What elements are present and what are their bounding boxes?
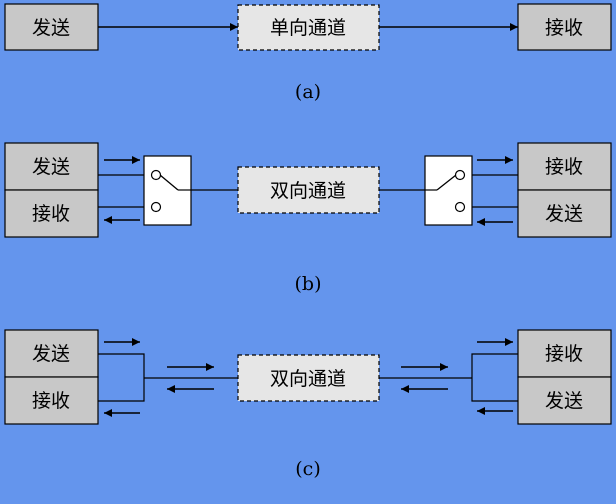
b-left-bottom-label: 接收 xyxy=(32,203,70,225)
b-right-switch-contact-top xyxy=(454,169,466,181)
b-left-top-box xyxy=(4,142,99,191)
c-left-top-label: 发送 xyxy=(32,343,70,365)
c-channel-box xyxy=(237,354,380,402)
a-caption: (a) xyxy=(295,81,321,103)
c-caption: (c) xyxy=(295,458,320,480)
b-left-switch-blade xyxy=(159,174,179,191)
c-right-top-label: 接收 xyxy=(545,343,583,365)
a-sender-label: 发送 xyxy=(32,17,70,39)
b-channel-label: 双向通道 xyxy=(270,180,346,202)
c-right-bottom-label: 发送 xyxy=(545,390,583,412)
a-sender-box xyxy=(4,3,99,51)
diagram-b-half-duplex: 发送 接收 双向通道 接收 发送 (b) xyxy=(4,142,612,295)
b-right-switch-contact-bottom xyxy=(454,201,466,213)
a-channel-box xyxy=(237,4,380,51)
a-receiver-label: 接收 xyxy=(545,17,583,39)
b-caption: (b) xyxy=(295,273,322,295)
a-channel-label: 单向通道 xyxy=(270,17,346,39)
b-channel-box xyxy=(237,166,380,214)
b-left-switch-contact-bottom xyxy=(150,201,162,213)
b-right-bottom-box xyxy=(517,189,612,238)
b-right-switch-blade xyxy=(436,174,457,191)
b-left-bottom-box xyxy=(4,189,99,238)
b-right-bottom-label: 发送 xyxy=(545,203,583,225)
c-left-bottom-label: 接收 xyxy=(32,390,70,412)
b-right-top-label: 接收 xyxy=(545,156,583,178)
diagram-a-simplex: 发送 单向通道 接收 (a) xyxy=(4,3,612,103)
c-left-bottom-box xyxy=(4,376,99,425)
b-right-top-box xyxy=(517,142,612,191)
b-left-top-label: 发送 xyxy=(32,156,70,178)
c-channel-label: 双向通道 xyxy=(270,368,346,390)
c-right-top-box xyxy=(517,329,612,378)
diagram-c-full-duplex: 发送 接收 双向通道 接收 发送 (c) xyxy=(4,329,612,480)
c-right-bracket-wire xyxy=(471,353,518,402)
b-left-switch-contact-top xyxy=(150,169,162,181)
a-receiver-box xyxy=(517,3,612,51)
c-right-bottom-box xyxy=(517,376,612,425)
